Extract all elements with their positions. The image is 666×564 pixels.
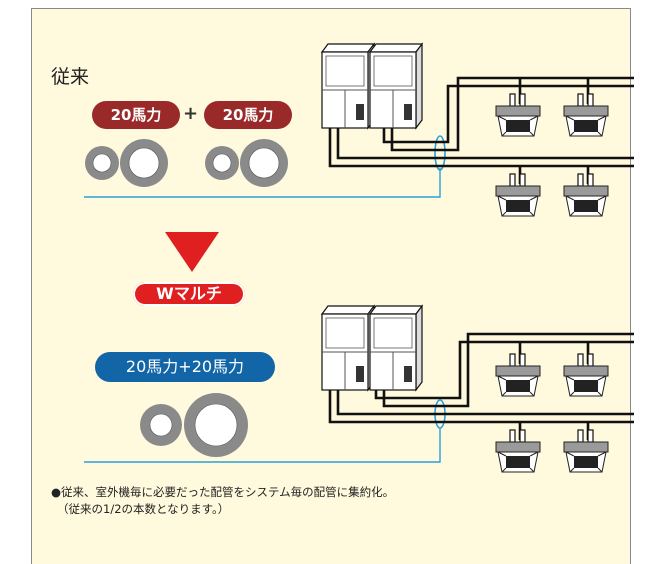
indoor-cassette-unit — [495, 173, 541, 217]
pipe-pair-right — [205, 139, 288, 187]
conventional-label: 従来 — [51, 66, 90, 88]
unit-badge-left: 20馬力 — [92, 101, 180, 129]
outdoor-unit — [321, 305, 375, 391]
note-line-1: ●従来、室外機毎に必要だった配管をシステム毎の配管に集約化。 — [51, 485, 395, 499]
outdoor-unit — [369, 305, 423, 391]
outdoor-unit — [369, 43, 423, 129]
unit-badge-right: 20馬力 — [204, 101, 292, 129]
indoor-cassette-unit — [563, 429, 609, 473]
indoor-cassette-unit — [495, 93, 541, 137]
down-arrow — [165, 232, 219, 272]
indoor-cassette-unit — [495, 429, 541, 473]
note-text: ●従来、室外機毎に必要だった配管をシステム毎の配管に集約化。 （従来の1/2の本… — [51, 484, 611, 518]
indoor-cassette-unit — [563, 173, 609, 217]
piping-bottom — [328, 332, 634, 440]
leader-line-top — [84, 168, 441, 198]
indoor-cassette-unit — [563, 93, 609, 137]
pipe-pair-combined — [140, 393, 248, 457]
outdoor-unit — [321, 43, 375, 129]
pipe-pair-left — [85, 139, 168, 187]
combined-unit-badge: 20馬力+20馬力 — [95, 352, 275, 382]
wmulti-badge: Wマルチ — [133, 282, 245, 306]
plus-sign: + — [183, 103, 199, 124]
note-line-2: （従来の1/2の本数となります。） — [57, 502, 230, 516]
pipe-bundle-marker-top — [434, 135, 446, 171]
indoor-cassette-unit — [495, 353, 541, 397]
indoor-cassette-unit — [563, 353, 609, 397]
leader-line-bottom — [84, 428, 441, 463]
